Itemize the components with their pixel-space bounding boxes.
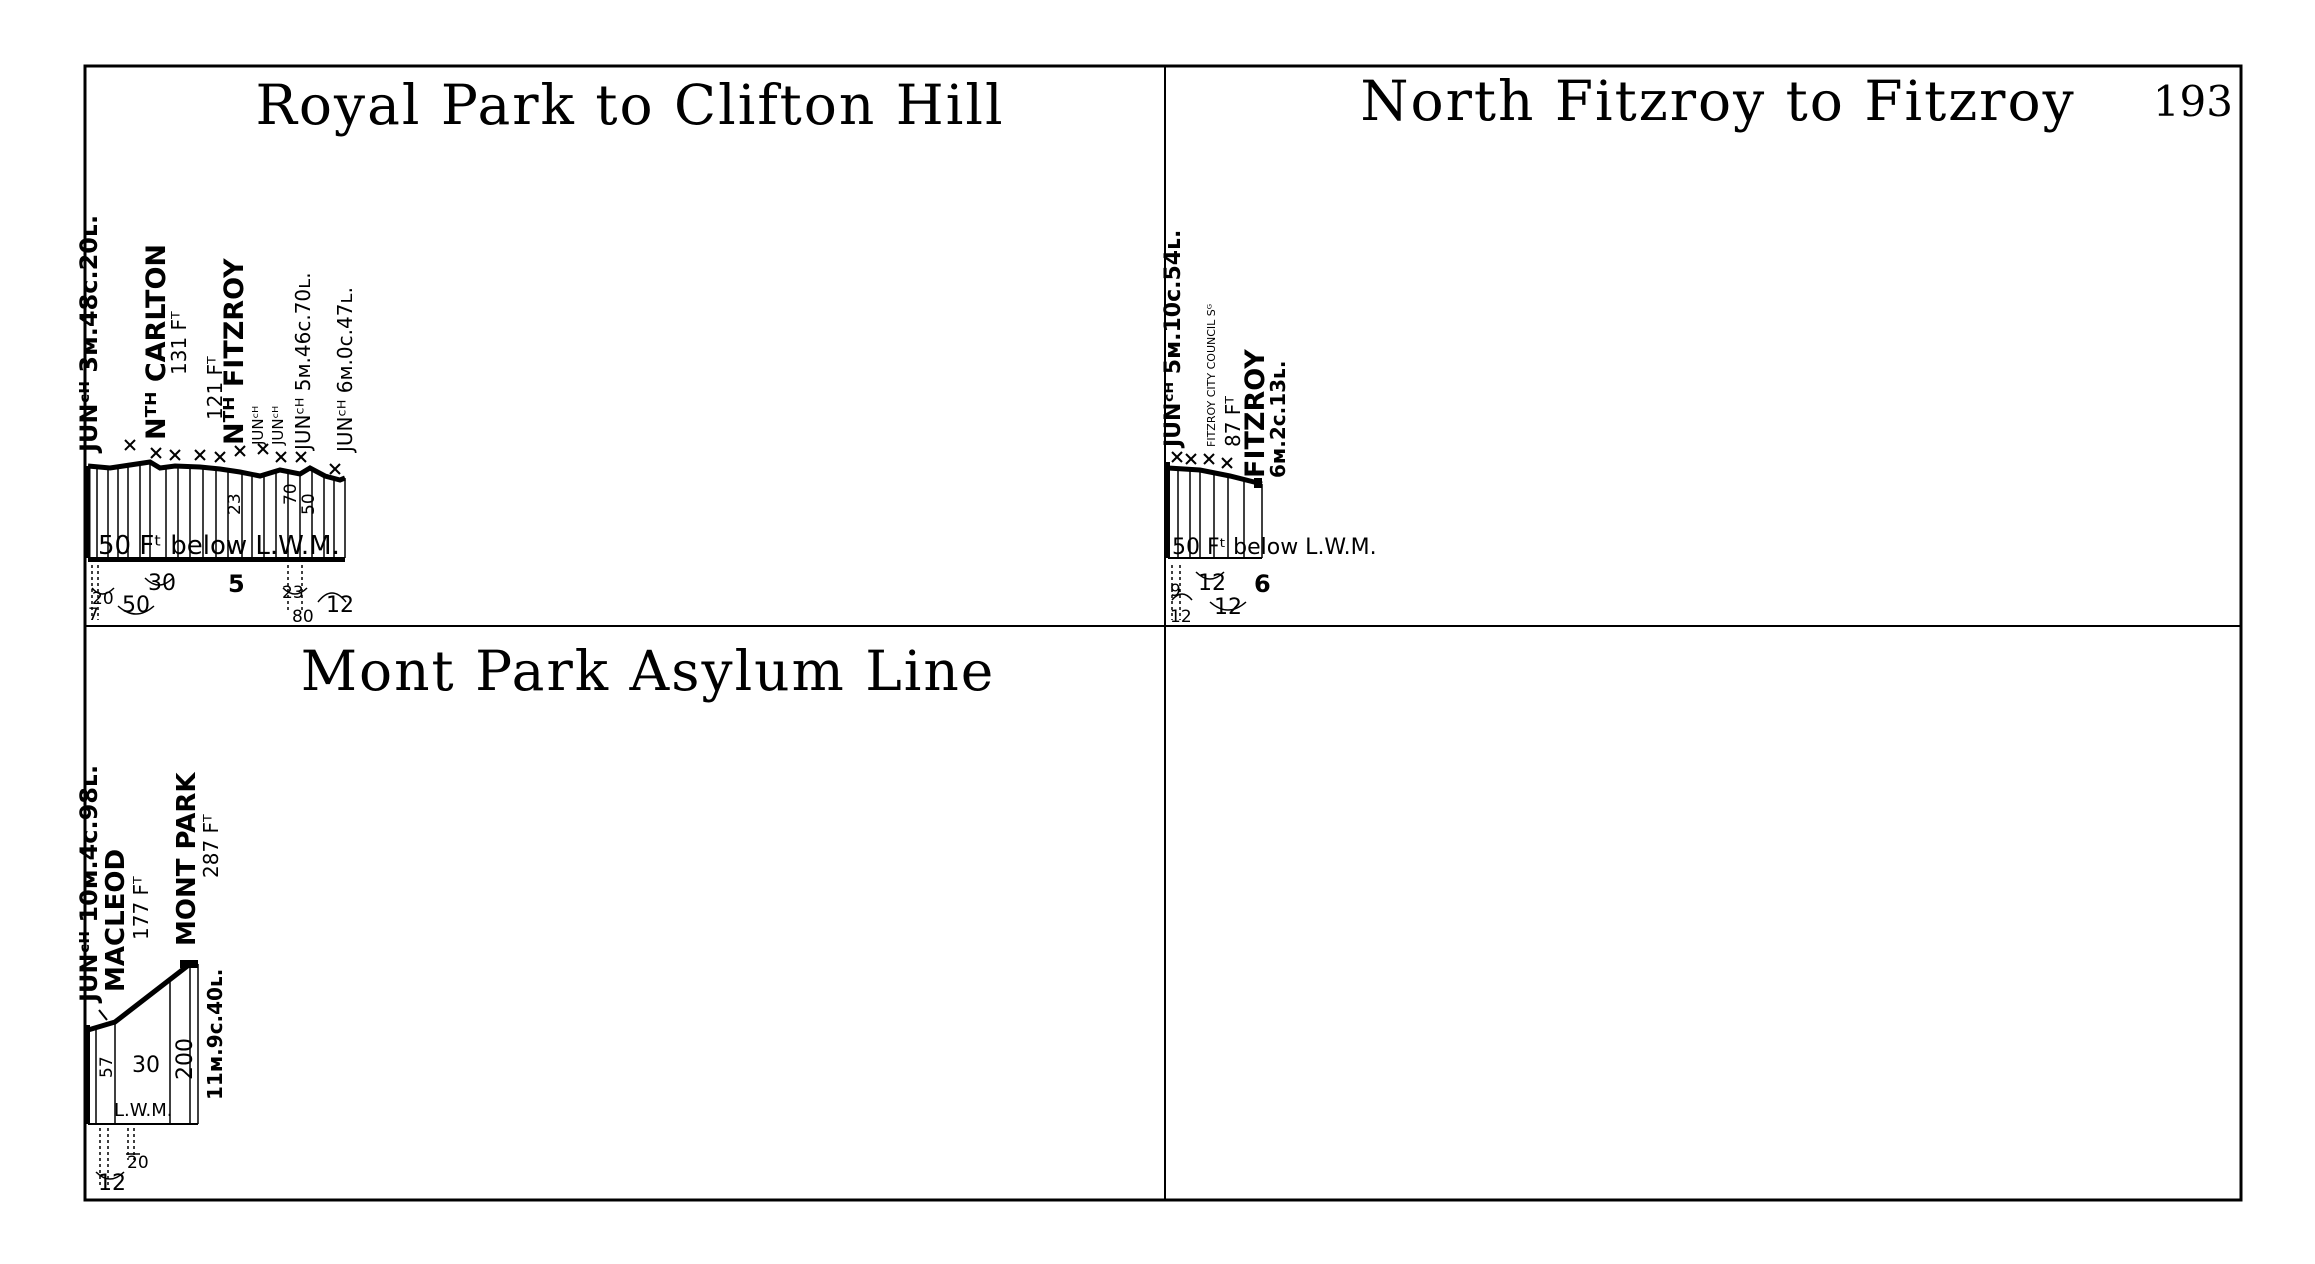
radius-value: 7 (88, 605, 99, 625)
label-junction-3: JUNᶜᴴ (269, 406, 287, 446)
grade-value: 30 (132, 1053, 160, 1078)
grade-value: 57 (97, 1056, 117, 1078)
label-nth-fitzroy: Nᵀᴴ FITZROY (219, 258, 250, 445)
label-mont-park: MONT PARK (172, 772, 202, 946)
radius-value: 12 (1214, 595, 1242, 620)
radius-value: 23 (282, 583, 304, 603)
sheet-frame (83, 64, 2243, 1202)
radius-value: 20 (127, 1153, 149, 1173)
label-junction-2: JUNᶜᴴ (249, 406, 267, 446)
datum-label: L.W.M. (114, 1100, 172, 1121)
station-marker (1254, 478, 1262, 488)
datum-label: 50 Fᵗ below L.W.M. (1172, 535, 1377, 560)
radius-value: 12 (326, 593, 354, 618)
label-junction: JUNᶜᴴ 5ᴍ.10ᴄ.54ʟ. (1161, 230, 1186, 449)
datum-label: 50 Fᵗ below L.W.M. (98, 531, 340, 561)
label-junction-4: JUNᶜᴴ 5ᴍ.46ᴄ.70ʟ. (291, 272, 315, 452)
station-ticks (1171, 451, 1233, 469)
panel-title: Mont Park Asylum Line (301, 639, 996, 703)
label-junction: JUNᶜᴴ 10ᴍ.4ᴄ.98ʟ. (75, 765, 103, 1004)
gradient-profile (1167, 465, 1263, 487)
profile-ordinates (1166, 462, 1263, 558)
panel-royal-park-clifton-hill: Royal Park to Clifton Hill JUNᶜᴴ 3ᴍ.48ᴄ.… (75, 73, 1004, 627)
label-nth-carlton: Nᵀᴴ CARLTON (141, 244, 172, 440)
radius-value: 30 (148, 571, 176, 596)
grade-value: 70 (281, 483, 301, 505)
label-junction-5: JUNᶜᴴ 6ᴍ.0ᴄ.47ʟ. (333, 287, 357, 454)
radius-value: 80 (292, 607, 314, 627)
panel-title: North Fitzroy to Fitzroy (1360, 69, 2075, 133)
curve-markers (1171, 565, 1247, 620)
page-number: 193 (2153, 77, 2233, 126)
mile-mark: 6 (1254, 570, 1271, 598)
panel-title: Royal Park to Clifton Hill (255, 73, 1004, 137)
leader-line (98, 1009, 108, 1021)
grade-value: 200 (173, 1038, 198, 1080)
station-marker (180, 960, 198, 968)
label-fitzroy-station: FITZROY (1240, 349, 1271, 478)
grade-value: 50 (299, 493, 319, 515)
label-junction-1: JUNᶜᴴ 3ᴍ.48ᴄ.20ʟ. (75, 215, 103, 454)
profile-ordinates (85, 462, 346, 558)
label-carlton-height: 131 Fᵀ (167, 311, 191, 375)
radius-value: 9 (1170, 581, 1181, 601)
station-ticks (124, 439, 341, 475)
grade-value: 23 (225, 493, 245, 515)
curve-markers (91, 565, 347, 620)
profile-ordinates (86, 964, 199, 1124)
label-fitzroy-mileage: 6ᴍ.2ᴄ.13ʟ. (1266, 361, 1290, 478)
radius-value: 12 (98, 1171, 126, 1196)
label-macleod: MACLEOD (101, 849, 131, 992)
radius-value: 12 (1198, 571, 1226, 596)
radius-value: 12 (1170, 607, 1192, 627)
datum-bar (88, 558, 345, 562)
panel-north-fitzroy-fitzroy: North Fitzroy to Fitzroy JUNᶜᴴ 5ᴍ.10ᴄ.54… (1161, 69, 2075, 627)
label-mont-park-height: 287 Fᵀ (199, 814, 223, 878)
label-fitzroy-height: 87 Fᵀ (1221, 396, 1245, 447)
label-council-siding: FITZROY CITY COUNCIL Sᴳ (1205, 304, 1218, 447)
curve-markers (95, 1128, 140, 1186)
panel-mont-park-asylum-line: Mont Park Asylum Line JUNᶜᴴ 10ᴍ.4ᴄ.98ʟ. … (75, 639, 996, 1196)
label-end-mileage: 11ᴍ.9ᴄ.40ʟ. (203, 969, 227, 1100)
radius-value: 20 (92, 589, 114, 609)
label-macleod-height: 177 Fᵀ (129, 876, 153, 940)
gradient-profile (87, 459, 346, 483)
mile-mark: 5 (228, 570, 245, 598)
label-fitzroy-height: 121 Fᵀ (203, 356, 227, 420)
radius-value: 50 (122, 593, 150, 618)
